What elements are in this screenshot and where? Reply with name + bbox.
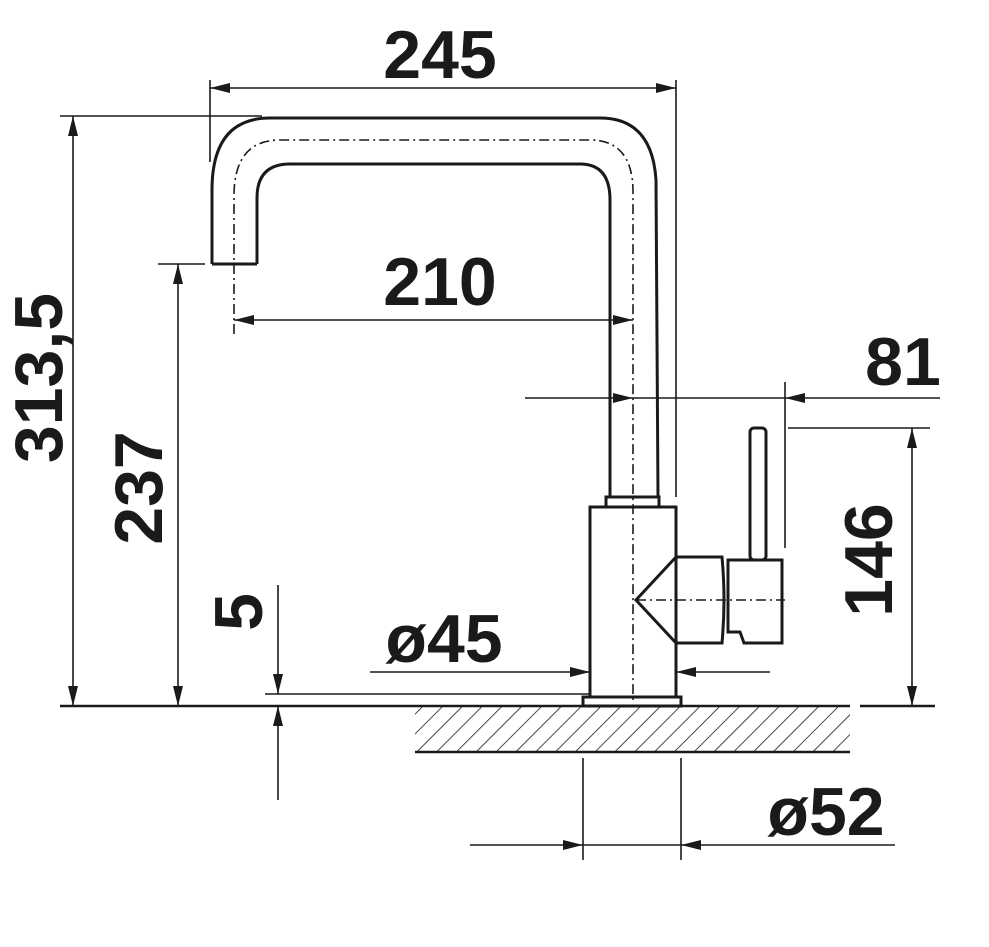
label-245: 245	[383, 17, 496, 93]
label-81: 81	[865, 324, 941, 400]
extension-lines	[60, 80, 930, 860]
label-5: 5	[201, 593, 277, 631]
label-313-5: 313,5	[1, 293, 77, 463]
faucet-outline	[210, 116, 785, 708]
spout-inner	[255, 162, 612, 497]
countertop-section	[60, 704, 935, 754]
lever-handle	[748, 426, 768, 562]
faucet-base-plate	[581, 695, 683, 708]
label-o45: ø45	[385, 601, 502, 677]
lever-housing	[633, 555, 726, 645]
lever-block	[726, 558, 784, 645]
dimension-lines	[68, 83, 940, 850]
label-237: 237	[101, 431, 177, 544]
label-210: 210	[383, 244, 496, 320]
label-o52: ø52	[767, 774, 884, 850]
dimension-labels: 245 210 81 ø45 ø52 313,5 237 146 5	[1, 17, 941, 850]
countertop-hatch	[415, 706, 850, 752]
spout-outer	[210, 116, 660, 498]
spout-centerline	[233, 139, 634, 700]
label-146: 146	[831, 503, 907, 616]
